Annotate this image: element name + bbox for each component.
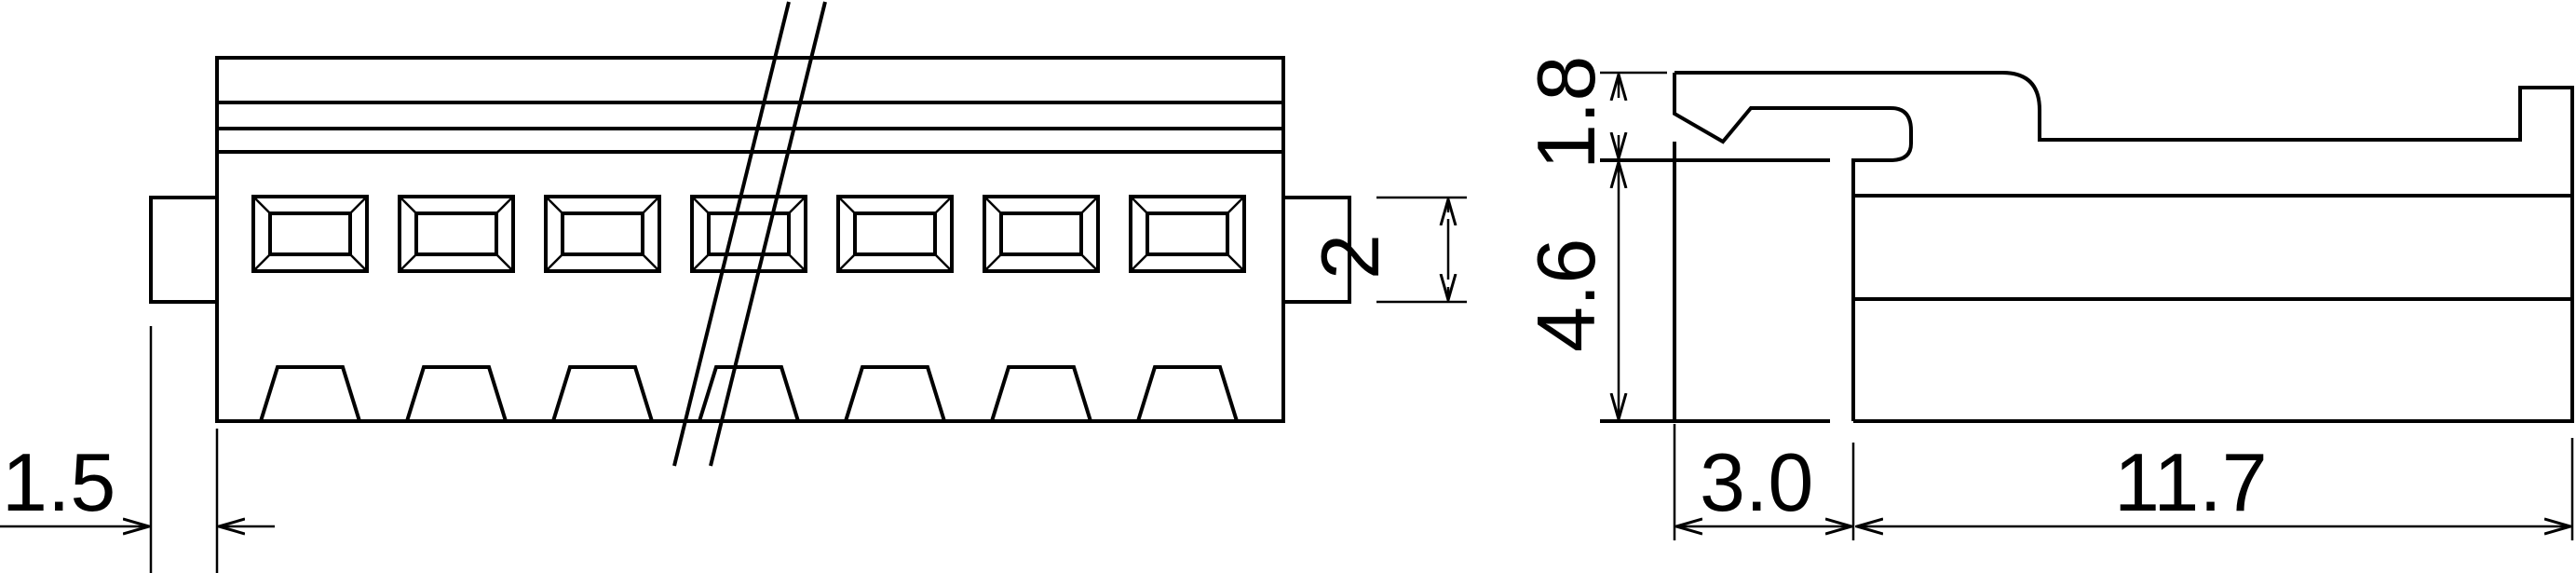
dim-top-lip-label: 1.8: [1520, 56, 1612, 170]
dim-slot-height: 2: [1304, 196, 1467, 304]
dim-top-lip: 1.8: [1520, 56, 1619, 170]
pin-window: [398, 195, 515, 273]
latch: [990, 365, 1092, 422]
right-flange: [1281, 196, 1351, 304]
pin-window: [544, 195, 661, 273]
dim-body-height: 4.6: [1520, 162, 1619, 419]
side-view: [1600, 71, 2574, 423]
latch: [698, 365, 800, 422]
latch: [405, 365, 508, 422]
side-hook-profile: [1673, 73, 1913, 421]
pin-window: [251, 195, 369, 273]
pin-windows: [251, 195, 1246, 273]
dim-left-flange: 1.5: [0, 326, 275, 573]
pin-window: [690, 195, 807, 273]
latch: [844, 365, 946, 422]
break-mark: [672, 1, 827, 467]
dim-side-depth: 3.0: [1673, 424, 1855, 540]
dim-body-height-label: 4.6: [1520, 239, 1612, 352]
dim-side-length-label: 11.7: [2114, 436, 2268, 528]
dim-left-flange-label: 1.5: [2, 436, 115, 528]
pin-window: [836, 195, 954, 273]
left-flange: [149, 196, 219, 304]
latch: [259, 365, 361, 422]
dim-side-length: 11.7: [1857, 436, 2574, 540]
dim-slot-height-label: 2: [1304, 234, 1396, 280]
side-upper-profile: [1674, 71, 2574, 423]
pin-window: [1129, 195, 1246, 273]
front-view: [149, 1, 1351, 467]
latch: [551, 365, 654, 422]
latch: [1136, 365, 1239, 422]
pin-window: [983, 195, 1100, 273]
dim-side-depth-label: 3.0: [1700, 436, 1813, 528]
bottom-latches: [259, 365, 1239, 422]
